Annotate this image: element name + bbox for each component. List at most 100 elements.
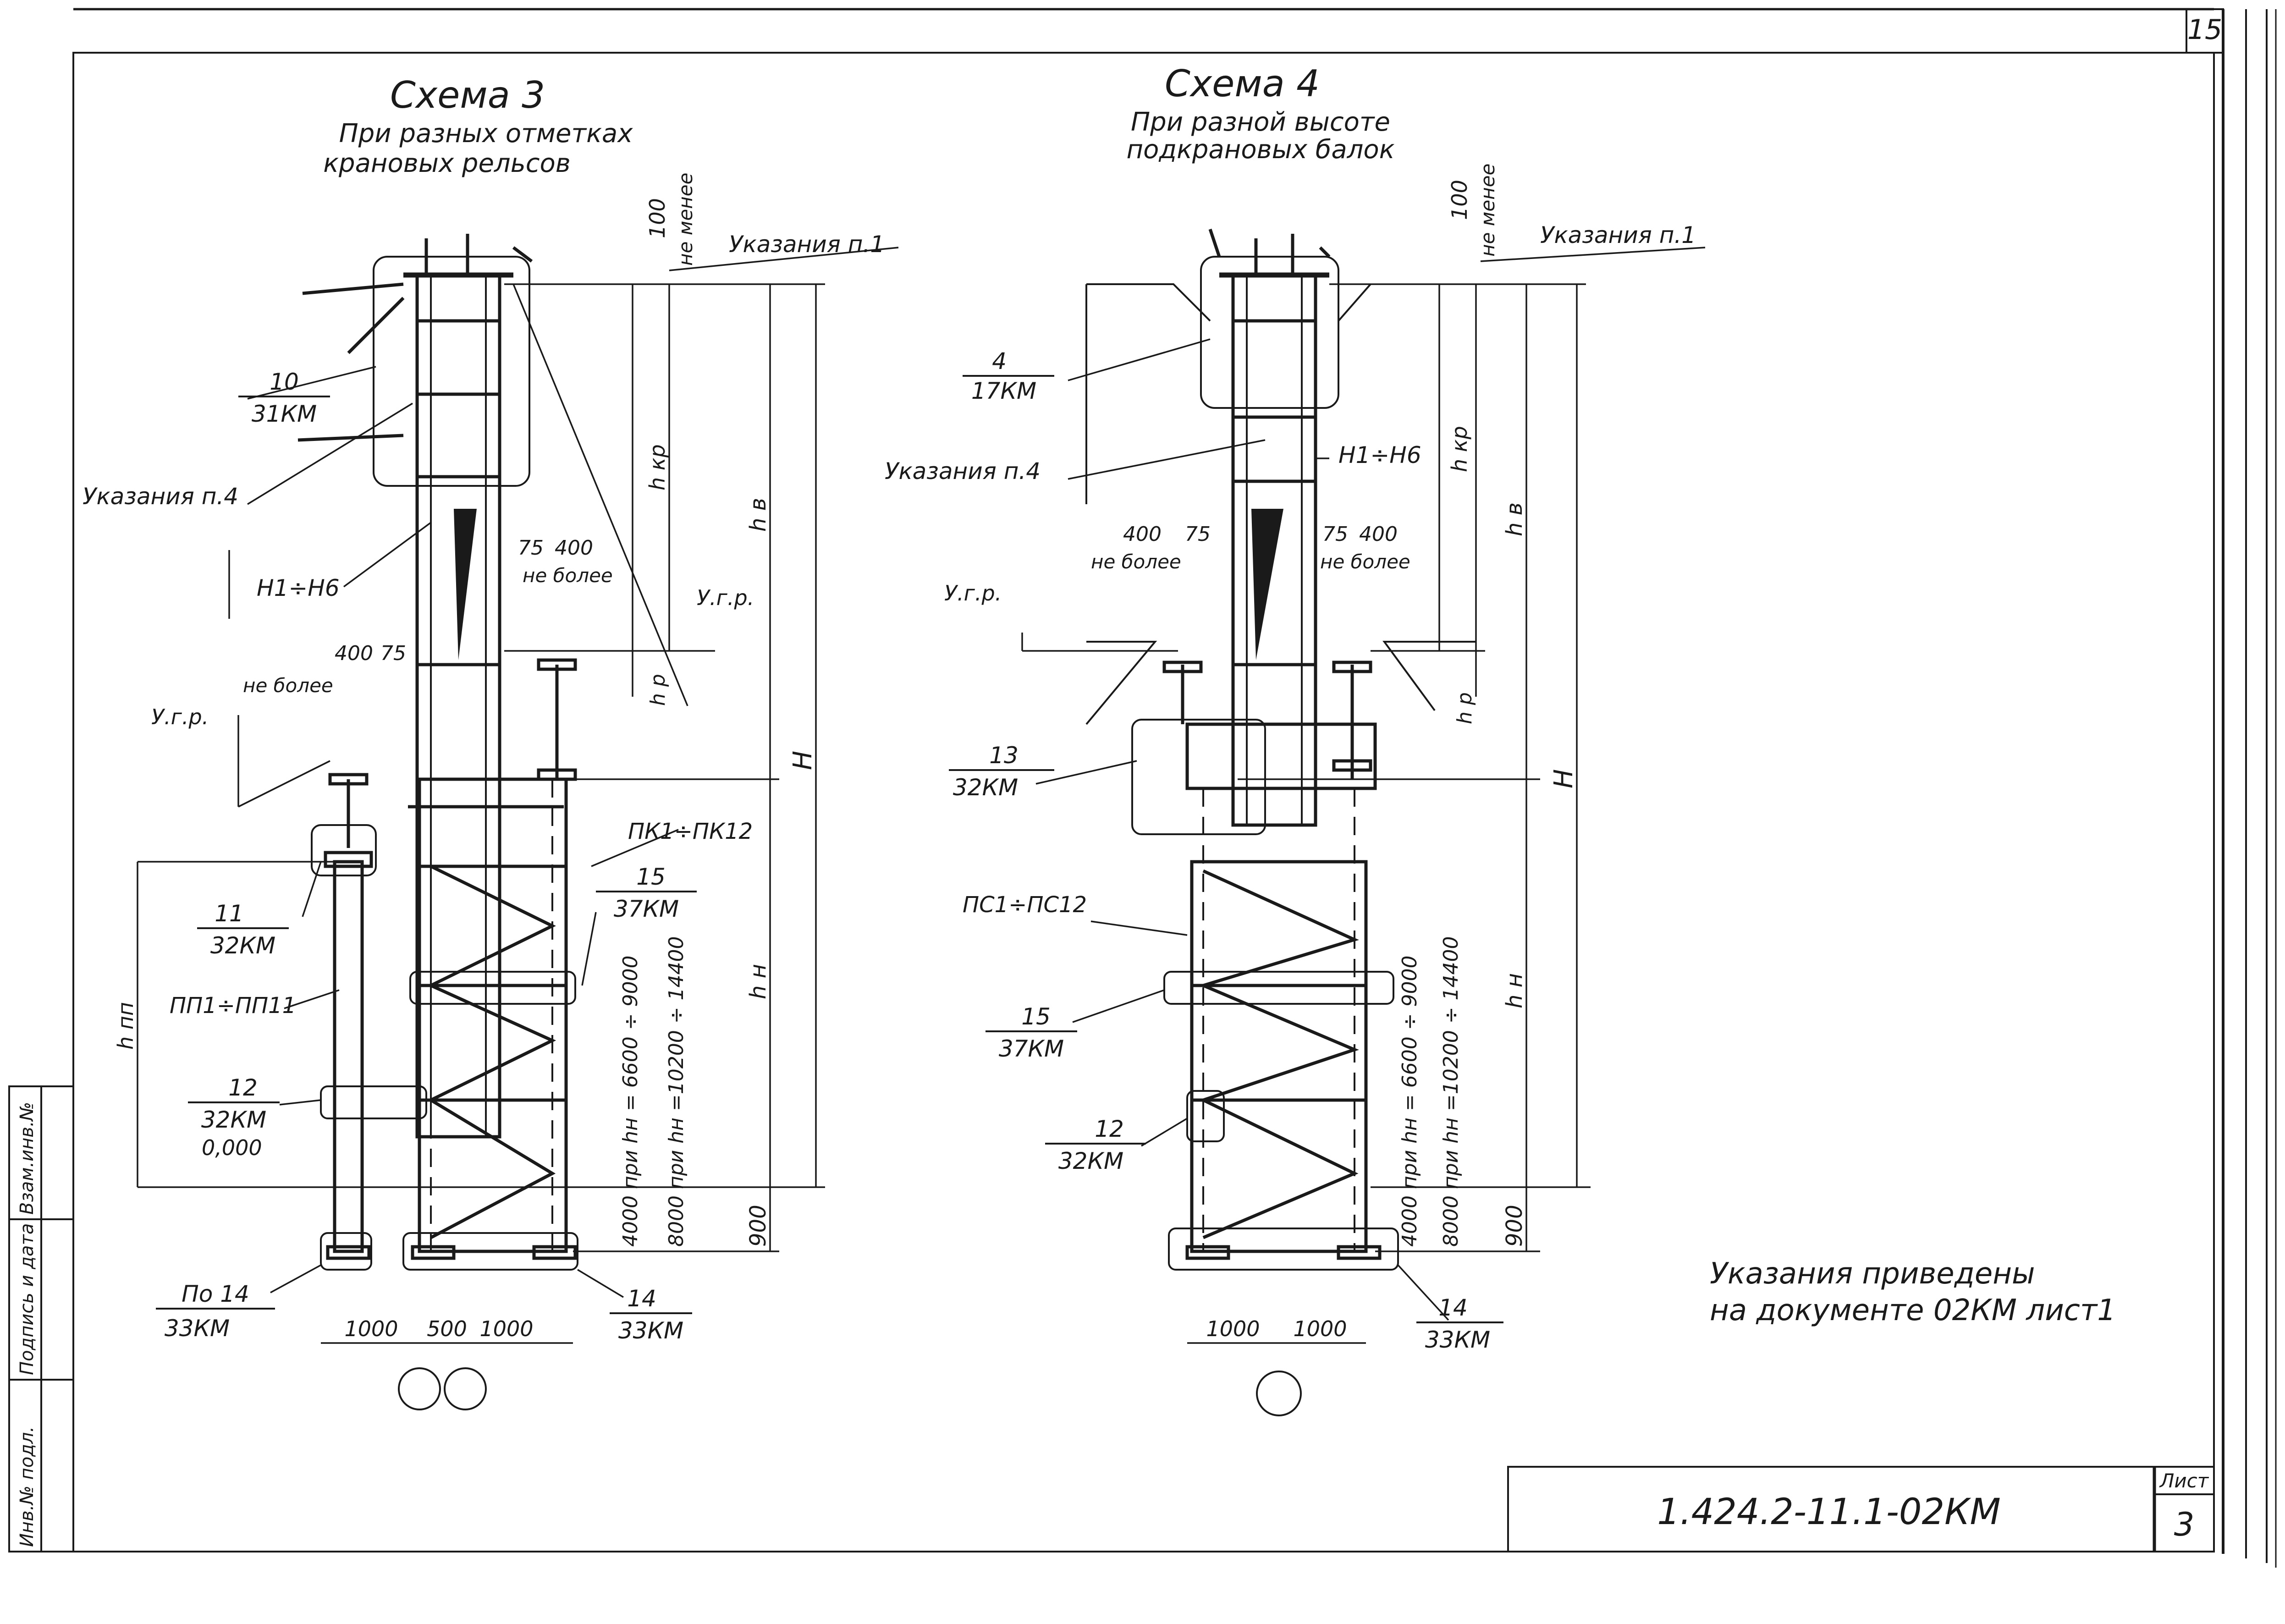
- s4-node12-doc: 32КМ: [1058, 1148, 1123, 1174]
- scheme-4-title: Схема 4: [1165, 62, 1320, 105]
- s4-H: Н: [1549, 769, 1579, 788]
- s3-node10-doc: 31КМ: [252, 401, 317, 427]
- s3-node11-num: 11: [215, 900, 244, 927]
- scheme-3-subtitle-2: крановых рельсов: [323, 149, 571, 178]
- s3-hkr: h кр: [645, 444, 670, 490]
- note-line-1: Указания приведены: [1710, 1257, 2035, 1291]
- scheme-3-leaders: [247, 247, 899, 1298]
- s3-ref-left: Указания п.4: [83, 483, 238, 510]
- s3-hn: h н: [745, 964, 771, 999]
- s4-node15-doc: 37КМ: [999, 1035, 1064, 1062]
- s4-w2: 1000: [1293, 1316, 1347, 1341]
- s4-v1: 4000 при hн = 6600 ÷ 9000: [1398, 955, 1421, 1247]
- sheet-number: 3: [2174, 1506, 2195, 1543]
- s3-hr: h р: [646, 674, 670, 706]
- stamp-vzam: Взам.инв.№: [17, 1102, 38, 1215]
- s3-400l: 400: [335, 642, 373, 665]
- s4-ref-left: Указания п.4: [885, 458, 1041, 484]
- s4-hn: h н: [1502, 973, 1527, 1008]
- s4-75l: 75: [1185, 523, 1211, 546]
- scheme-3-title: Схема 3: [390, 74, 545, 116]
- s3-hx: Н1÷Н6: [257, 575, 340, 601]
- s4-ne-bolee-r: не более: [1320, 551, 1410, 573]
- scheme-4-column: [1085, 228, 1476, 827]
- scheme-4-subtitle-1: При разной высоте: [1131, 107, 1390, 137]
- corner-number-box: 15: [2186, 8, 2224, 54]
- s3-v2: 8000 при hн =10200 ÷ 14400: [665, 936, 688, 1247]
- s3-75r: 75: [518, 536, 544, 560]
- s3-H: Н: [788, 751, 818, 770]
- scheme-4-subtitle-2: подкрановых балок: [1126, 135, 1394, 165]
- scheme-3-dimensions: [137, 283, 825, 1410]
- s3-w1: 1000: [344, 1316, 398, 1341]
- s3-ugr-r: У.г.р.: [697, 585, 754, 610]
- s3-ne-menee: не менее: [674, 173, 697, 266]
- s3-w2: 500: [427, 1316, 467, 1341]
- s4-node4-num: 4: [992, 348, 1007, 374]
- s3-node10-num: 10: [270, 369, 299, 395]
- designation: 1.424.2-11.1-02КМ: [1657, 1492, 2001, 1533]
- s4-node14-num: 14: [1438, 1294, 1468, 1321]
- scheme-4-leaders: [1035, 247, 1706, 1321]
- side-stamp: Инв.№ подл. Подпись и дата Взам.инв.№: [8, 1085, 74, 1552]
- scheme-4: Схема 4 При разной высоте подкрановых ба…: [885, 62, 1706, 1416]
- s3-node12-doc: 32КМ: [201, 1107, 266, 1133]
- s4-ne-menee: не менее: [1476, 164, 1499, 257]
- stamp-podpis: Подпись и дата: [17, 1223, 38, 1375]
- s4-node15-num: 15: [1021, 1003, 1051, 1030]
- s4-w1: 1000: [1206, 1316, 1260, 1341]
- stamp-inv-podl: Инв.№ подл.: [17, 1426, 38, 1547]
- s3-ugr-l: У.г.р.: [151, 705, 209, 729]
- sheet-label: Лист: [2159, 1470, 2209, 1492]
- s3-po14-doc: 33КМ: [165, 1315, 230, 1342]
- s4-ugr: У.г.р.: [944, 581, 1002, 606]
- scheme-3-subtitle-1: При разных отметках: [339, 119, 633, 149]
- s3-node14-doc: 33КМ: [618, 1317, 683, 1344]
- s3-zero: 0,000: [202, 1135, 262, 1160]
- s3-100: 100: [645, 198, 670, 238]
- s3-node11-doc: 32КМ: [210, 932, 275, 959]
- s3-node12-num: 12: [228, 1074, 258, 1101]
- s3-ref-top: Указания п.1: [729, 231, 885, 258]
- s3-hv: h в: [745, 498, 771, 532]
- s4-node12-num: 12: [1095, 1116, 1124, 1142]
- s3-75l: 75: [380, 642, 406, 665]
- s4-75r: 75: [1322, 523, 1348, 546]
- scheme-4-dimensions: [1021, 283, 1591, 1344]
- s4-node13-doc: 32КМ: [953, 774, 1018, 801]
- title-block: 1.424.2-11.1-02КМ Лист 3: [1507, 1466, 2215, 1552]
- s3-w3: 1000: [479, 1316, 533, 1341]
- s4-hv: h в: [1502, 502, 1527, 536]
- s3-node15-doc: 37КМ: [614, 896, 679, 922]
- s4-400r: 400: [1359, 523, 1398, 546]
- note-line-2: на документе 02КМ лист1: [1710, 1294, 2116, 1327]
- s3-v1: 4000 при hн = 6600 ÷ 9000: [619, 955, 642, 1247]
- s3-ne-bolee-l: не более: [243, 674, 333, 697]
- scheme-3-lower-frame: [311, 658, 578, 1271]
- s4-v2: 8000 при hн =10200 ÷ 14400: [1439, 936, 1463, 1247]
- s4-hr: h р: [1453, 692, 1476, 724]
- s3-400r: 400: [555, 536, 593, 560]
- s3-ne-bolee-r: не более: [523, 564, 613, 587]
- s3-900: 900: [745, 1205, 771, 1247]
- s3-pp: ПП1÷ПП11: [170, 993, 296, 1018]
- scheme-3: Схема 3 При разных отметках крановых рел…: [83, 74, 899, 1410]
- s4-ref-top: Указания п.1: [1540, 222, 1696, 248]
- s4-node14-doc: 33КМ: [1425, 1327, 1490, 1353]
- s4-hkr: h кр: [1447, 426, 1472, 472]
- s4-100: 100: [1447, 180, 1472, 220]
- s3-node14-num: 14: [627, 1285, 656, 1312]
- s3-node15-num: 15: [636, 864, 666, 890]
- s4-400l: 400: [1123, 523, 1162, 546]
- s3-po14-num: По 14: [182, 1281, 249, 1307]
- s4-pc: ПС1÷ПС12: [963, 892, 1087, 918]
- s4-ne-bolee-l: не более: [1091, 551, 1181, 573]
- s4-node13-num: 13: [989, 742, 1019, 769]
- s3-hpp: h пп: [113, 1002, 138, 1050]
- s4-node4-doc: 17КМ: [971, 378, 1036, 404]
- note: Указания приведены на документе 02КМ лис…: [1710, 1257, 2116, 1327]
- scheme-4-lower-frame: [1131, 661, 1399, 1416]
- s4-hx: Н1÷Н6: [1338, 442, 1421, 468]
